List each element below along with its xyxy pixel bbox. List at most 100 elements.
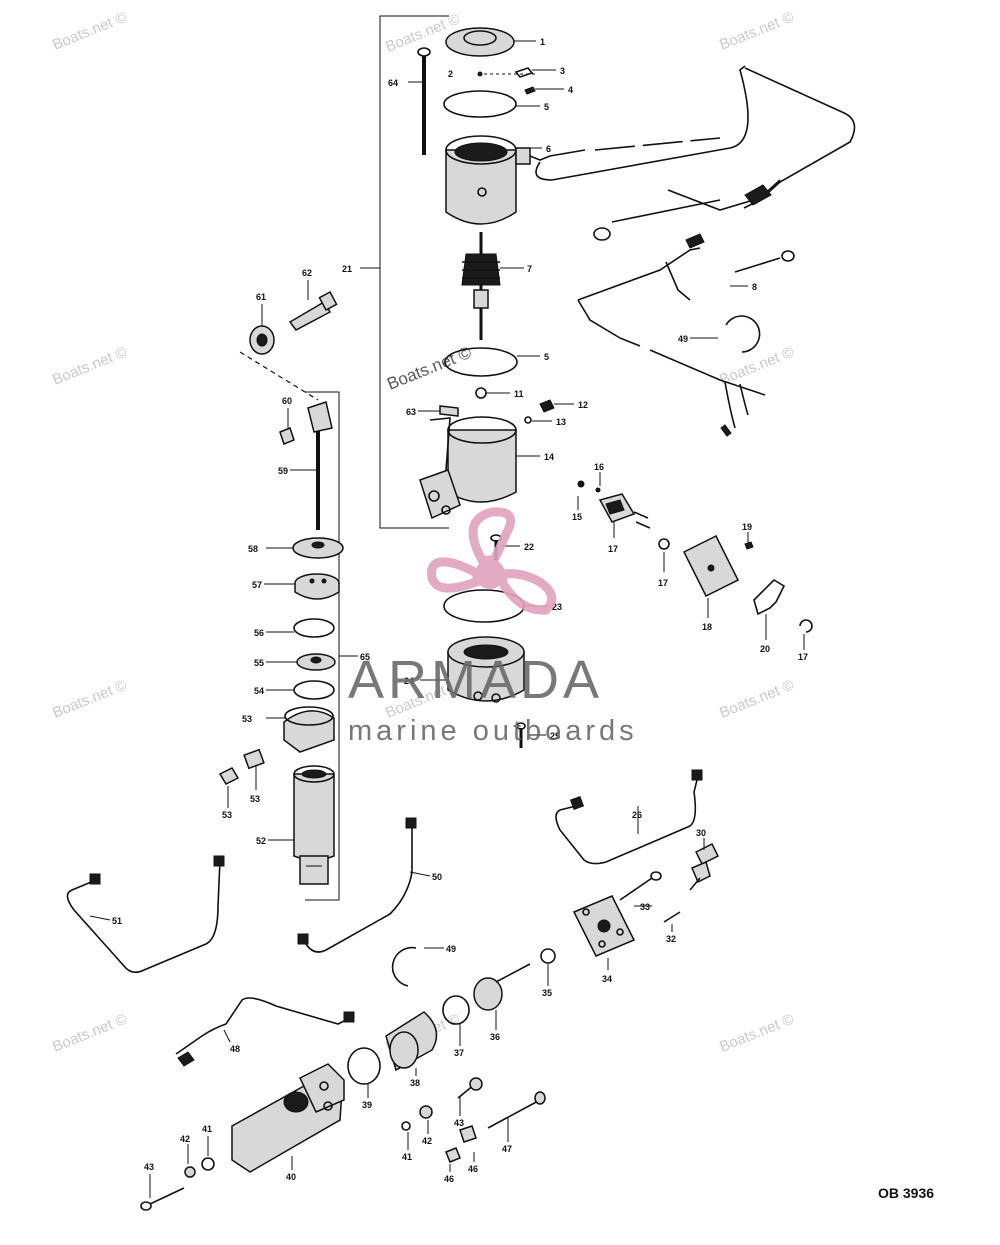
callout-number: 26 [632, 810, 642, 820]
o-ring [443, 90, 517, 118]
callout-number: 30 [696, 828, 706, 838]
callout-number: 51 [112, 916, 122, 926]
reservoir-sleeve [385, 1011, 438, 1072]
callout-number: 34 [602, 974, 612, 984]
brand-name: ARMADA [348, 650, 603, 710]
motor-housing [445, 135, 531, 225]
callout-number: 60 [282, 396, 292, 406]
callout-number: 49 [678, 334, 688, 344]
washer [477, 71, 483, 77]
callout-number: 17 [658, 578, 668, 588]
piston [292, 537, 344, 559]
nut [279, 427, 295, 445]
callout-number: 57 [252, 580, 262, 590]
callout-number: 39 [362, 1100, 372, 1110]
watermark: Boats.net © [717, 343, 796, 388]
group-brackets [239, 15, 449, 901]
callout-number: 13 [556, 417, 566, 427]
callout-number: 50 [432, 872, 442, 882]
piston-body [294, 573, 340, 600]
callout-number: 2 [448, 69, 453, 79]
callout-number: 63 [406, 407, 416, 417]
callout-number: 36 [490, 1032, 500, 1042]
callout-number: 55 [254, 658, 264, 668]
callout-number: 41 [402, 1152, 412, 1162]
callout-number: 43 [144, 1162, 154, 1172]
callout-number: 20 [760, 644, 770, 654]
trim-assembly [218, 290, 344, 885]
callout-number: 62 [302, 268, 312, 278]
callout-number: 54 [254, 686, 264, 696]
hydraulic-tube [66, 859, 221, 974]
piston-rod [307, 401, 333, 530]
screw [516, 722, 526, 748]
pump-group [443, 534, 526, 748]
valve-cover [572, 895, 636, 957]
seal [540, 948, 556, 964]
callout-number: 18 [702, 622, 712, 632]
callout-number: 7 [527, 264, 532, 274]
armature [461, 232, 501, 340]
watermark: Boats.net © [717, 8, 796, 53]
callout-number: 35 [542, 988, 552, 998]
retaining-clip [725, 315, 761, 353]
callout-number: 64 [388, 78, 398, 88]
callout-number: 42 [180, 1134, 190, 1144]
callout-number: 4 [568, 85, 573, 95]
o-ring [444, 347, 518, 377]
watermark: Boats.net © [50, 676, 129, 721]
callout-number: 8 [752, 282, 757, 292]
brand-tagline: marine outboards [348, 715, 638, 747]
end-frame [419, 416, 517, 520]
pump-body [447, 636, 525, 703]
callout-number: 49 [446, 944, 456, 954]
bolt [288, 290, 338, 331]
watermark: Boats.net © [50, 8, 129, 53]
callout-number: 25 [550, 731, 560, 741]
hydraulic-tube [555, 775, 699, 865]
callout-number: 59 [278, 466, 288, 476]
motor-wire [529, 149, 586, 161]
callout-number: 47 [502, 1144, 512, 1154]
brand-watermark: ARMADA marine outboards [348, 507, 638, 747]
watermark: Boats.net © [50, 1010, 129, 1055]
callout-number: 46 [444, 1174, 454, 1184]
end-cap [445, 27, 515, 57]
callout-number: 53 [242, 714, 252, 724]
callout-number: 46 [468, 1164, 478, 1174]
o-ring [293, 618, 335, 638]
drawing-number: OB 3936 [878, 1185, 934, 1201]
shaft [473, 963, 531, 1011]
callout-number: 37 [454, 1048, 464, 1058]
callout-number: 40 [286, 1172, 296, 1182]
leader-lines [89, 40, 805, 1198]
bushing [249, 325, 275, 355]
callout-number: 61 [256, 292, 266, 302]
retaining-clip [391, 946, 417, 987]
hydraulic-tube [175, 997, 351, 1055]
callout-number: 32 [666, 934, 676, 944]
callout-number: 33 [640, 902, 650, 912]
callout-number: 53 [222, 810, 232, 820]
callout-number: 3 [560, 66, 565, 76]
watermark: Boats.net © [717, 676, 796, 721]
callout-number: 6 [546, 144, 551, 154]
callout-number: 17 [798, 652, 808, 662]
callout-number: 5 [544, 102, 549, 112]
callout-number: 53 [250, 794, 260, 804]
bracket [753, 578, 786, 616]
fitting [689, 842, 720, 891]
callout-number: 41 [202, 1124, 212, 1134]
callout-number: 1 [540, 37, 545, 47]
o-ring [347, 1047, 381, 1085]
callout-number: 19 [742, 522, 752, 532]
callout-number: 15 [572, 512, 582, 522]
callout-number: 22 [524, 542, 534, 552]
fitting [218, 767, 240, 785]
callout-number: 48 [230, 1044, 240, 1054]
callout-number: 16 [594, 462, 604, 472]
o-ring [293, 680, 335, 700]
screw [539, 399, 555, 413]
callout-number: 17 [608, 544, 618, 554]
